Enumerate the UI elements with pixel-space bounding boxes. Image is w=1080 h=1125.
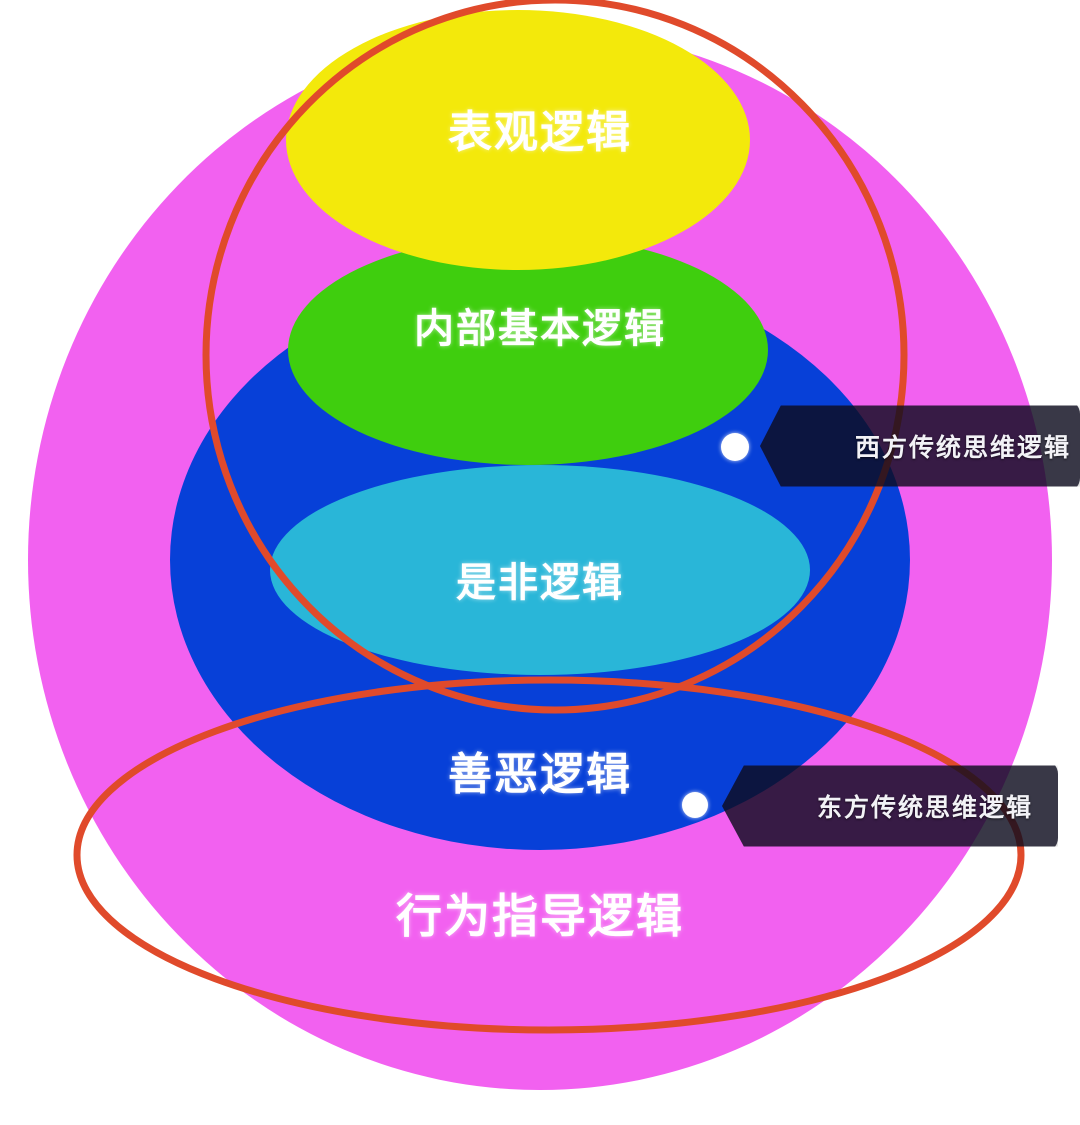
callout-east[interactable]: 东方传统思维逻辑 <box>722 765 1058 847</box>
callout-east-label: 东方传统思维逻辑 <box>817 794 1034 822</box>
callout-west[interactable]: 西方传统思维逻辑 <box>760 405 1080 487</box>
east-outline-circle <box>73 676 1025 1034</box>
region-biaoguan-shape <box>286 10 750 270</box>
callout-east-marker-dot <box>682 792 708 818</box>
callout-west-label: 西方传统思维逻辑 <box>855 434 1072 462</box>
west-outline-circle <box>202 0 908 714</box>
region-neibu-shape <box>288 235 768 465</box>
callout-west-marker-dot <box>721 433 749 461</box>
region-shifei-shape <box>270 465 810 675</box>
